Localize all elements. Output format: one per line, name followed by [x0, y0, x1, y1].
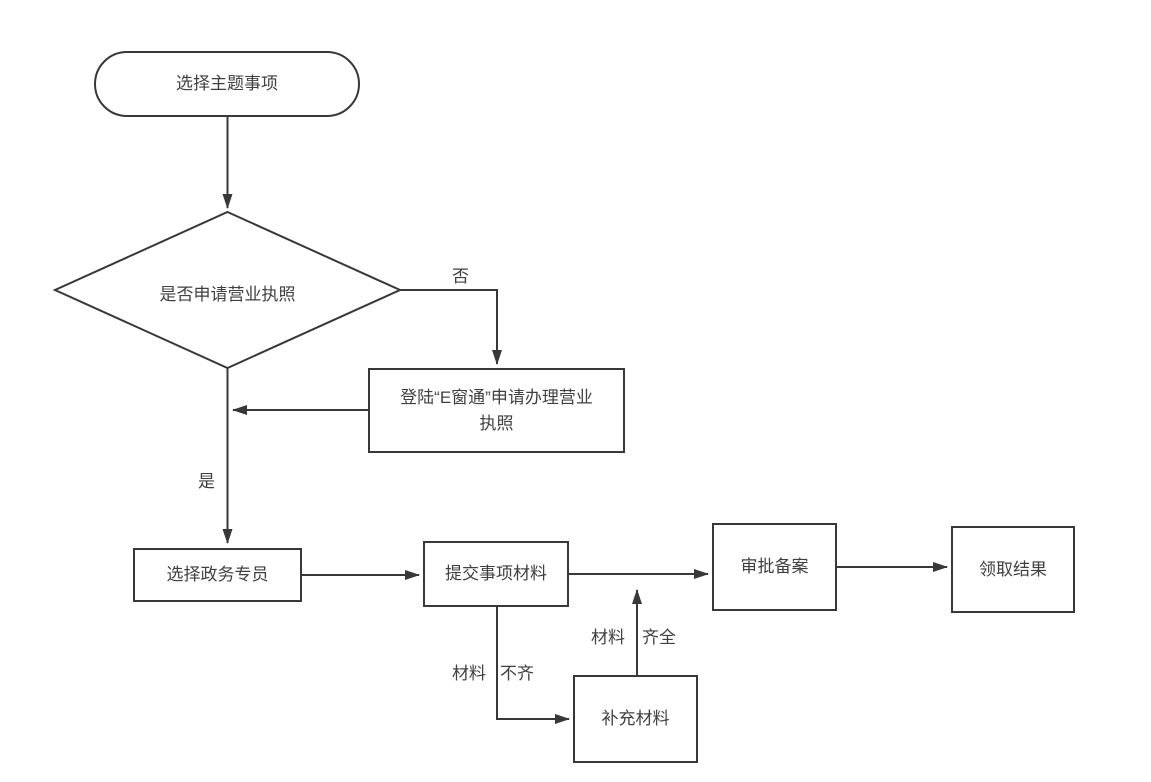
- node-start-label: 选择主题事项: [176, 74, 278, 93]
- node-supplement-materials: 补充材料: [573, 675, 698, 763]
- node-login-ewindow-label: 登陆“E窗通”申请办理营业执照: [400, 387, 593, 433]
- node-submit-materials-label: 提交事项材料: [445, 564, 547, 583]
- node-receive-result: 领取结果: [951, 526, 1075, 613]
- node-approval-filing-label: 审批备案: [740, 557, 809, 576]
- edge-label-materials-2: 材料: [591, 628, 625, 647]
- node-approval-filing: 审批备案: [712, 523, 837, 611]
- edge-label-incomplete: 不齐: [500, 664, 534, 683]
- node-receive-result-label: 领取结果: [979, 559, 1047, 579]
- node-select-specialist: 选择政务专员: [133, 548, 302, 602]
- node-submit-materials: 提交事项材料: [423, 541, 569, 607]
- edge-decision-no-to-ewindow: [400, 289, 502, 365]
- node-supplement-materials-label: 补充材料: [601, 709, 670, 728]
- node-decision-label: 是否申请营业执照: [159, 285, 296, 304]
- edge-label-materials-1: 材料: [452, 664, 486, 683]
- node-start: 选择主题事项: [94, 51, 360, 117]
- node-select-specialist-label: 选择政务专员: [166, 565, 269, 584]
- edge-label-no: 否: [452, 267, 469, 286]
- edge-submit-incomplete-to-supplement: [496, 607, 570, 724]
- node-login-ewindow: 登陆“E窗通”申请办理营业执照: [368, 368, 625, 453]
- edge-label-yes: 是: [198, 472, 215, 491]
- edge-label-complete: 齐全: [642, 628, 676, 647]
